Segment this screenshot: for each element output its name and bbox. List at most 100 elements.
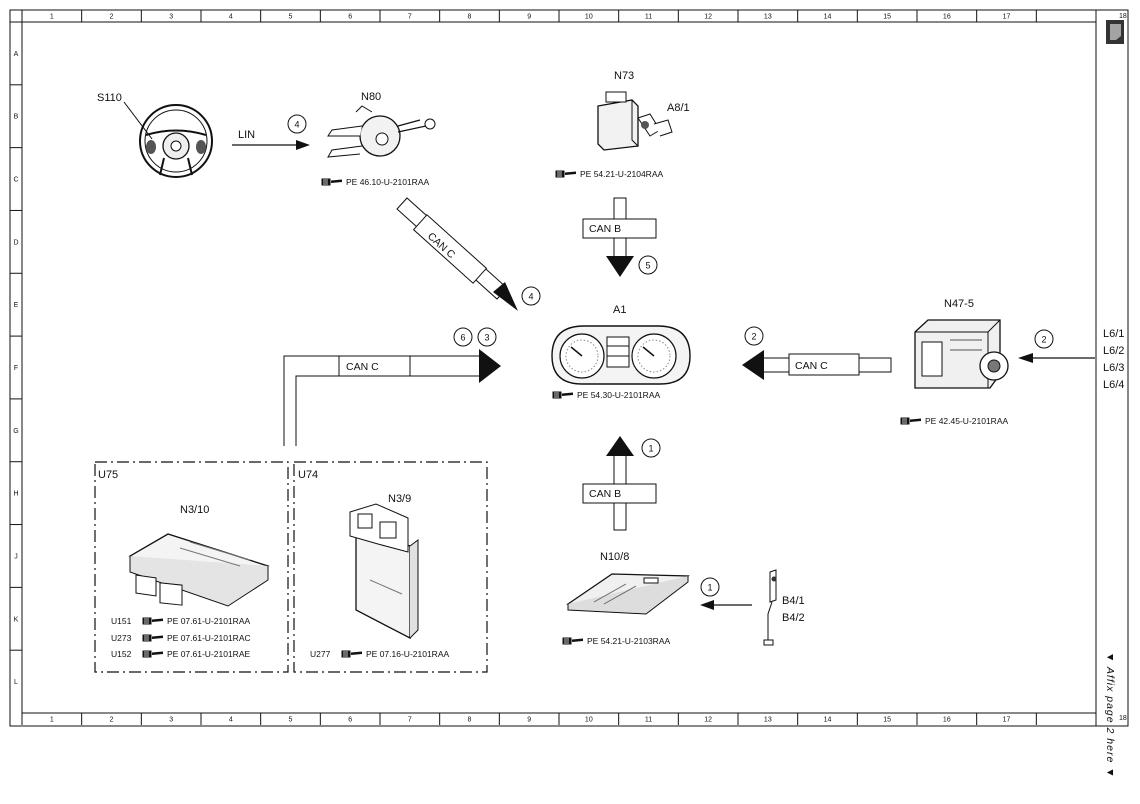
svg-text:2: 2 bbox=[1041, 335, 1046, 345]
svg-text:1: 1 bbox=[648, 444, 653, 454]
n47-5-ref: PE 42.45-U-2101RAA bbox=[925, 416, 1008, 426]
svg-text:2: 2 bbox=[751, 332, 756, 342]
column-label: 14 bbox=[824, 14, 832, 21]
n3-10-label: N3/10 bbox=[180, 504, 209, 516]
column-label: 10 bbox=[585, 717, 593, 724]
a1-label: A1 bbox=[613, 304, 626, 316]
n3-9-label: N3/9 bbox=[388, 493, 411, 505]
callout-esp-bus: 2 bbox=[744, 326, 764, 346]
row-label: F bbox=[14, 365, 18, 372]
svg-text:6: 6 bbox=[460, 333, 465, 343]
column-label: 1 bbox=[50, 717, 54, 724]
u74-ref: PE 07.16-U-2101RAA bbox=[366, 649, 449, 659]
u74-ref-icon bbox=[341, 650, 363, 658]
u75-variant-3-ref: PE 07.61-U-2101RAE bbox=[167, 649, 250, 659]
column-label: 16 bbox=[943, 717, 951, 724]
b4-1-label: B4/1 bbox=[782, 595, 805, 607]
sam-control-unit-icon bbox=[566, 573, 690, 615]
column-label: 14 bbox=[824, 717, 832, 724]
u75-variant-2-ref: PE 07.61-U-2101RAC bbox=[167, 633, 251, 643]
callout-can-c-diagonal: 4 bbox=[521, 286, 541, 306]
a8-1-label: A8/1 bbox=[667, 102, 690, 114]
corner-mark-bottom: 18 bbox=[1119, 715, 1127, 722]
l6-input-arrow bbox=[1018, 353, 1095, 363]
row-label: B bbox=[14, 114, 19, 121]
row-label: K bbox=[14, 616, 19, 623]
column-label: 4 bbox=[229, 14, 233, 21]
n73-label: N73 bbox=[614, 70, 634, 82]
svg-text:5: 5 bbox=[645, 261, 650, 271]
n47-5-ref-icon bbox=[900, 417, 922, 425]
column-label: 6 bbox=[348, 717, 352, 724]
callout-lin: 4 bbox=[287, 114, 307, 134]
column-label: 3 bbox=[169, 14, 173, 21]
can-c-esp-bus bbox=[742, 350, 892, 380]
row-label: L bbox=[14, 679, 18, 686]
fuel-level-sensor-icon bbox=[763, 569, 777, 646]
can-b-bottom-bus bbox=[582, 436, 657, 531]
n73-ref: PE 54.21-U-2104RAA bbox=[580, 169, 663, 179]
column-label: 9 bbox=[527, 14, 531, 21]
column-label: 12 bbox=[704, 717, 712, 724]
row-label: D bbox=[13, 239, 18, 246]
corner-mark-top: 18 bbox=[1119, 13, 1127, 20]
column-label: 2 bbox=[110, 14, 114, 21]
s110-label: S110 bbox=[97, 92, 122, 104]
column-label: 6 bbox=[348, 14, 352, 21]
row-label: A bbox=[14, 51, 19, 58]
l6-3-label: L6/3 bbox=[1103, 362, 1124, 374]
row-label: H bbox=[13, 491, 18, 498]
svg-text:1: 1 bbox=[707, 583, 712, 593]
l6-4-label: L6/4 bbox=[1103, 379, 1124, 391]
instrument-cluster-icon bbox=[551, 325, 691, 385]
svg-text:3: 3 bbox=[484, 333, 489, 343]
l6-2-label: L6/2 bbox=[1103, 345, 1124, 357]
column-label: 2 bbox=[110, 717, 114, 724]
lin-label: LIN bbox=[238, 129, 255, 141]
column-label: 3 bbox=[169, 717, 173, 724]
u75-variant-2-code: U273 bbox=[111, 633, 132, 643]
column-label: 7 bbox=[408, 14, 412, 21]
n10-8-ref: PE 54.21-U-2103RAA bbox=[587, 636, 670, 646]
b4-input-arrow bbox=[700, 600, 752, 610]
can-c-esp-label: CAN C bbox=[795, 360, 828, 372]
column-label: 11 bbox=[645, 717, 652, 724]
u75-label: U75 bbox=[98, 469, 118, 481]
column-label: 5 bbox=[289, 14, 293, 21]
lin-arrow bbox=[232, 140, 310, 150]
a1-ref: PE 54.30-U-2101RAA bbox=[577, 390, 660, 400]
column-label: 8 bbox=[468, 14, 472, 21]
n80-ref: PE 46.10-U-2101RAA bbox=[346, 177, 429, 187]
column-label: 9 bbox=[527, 717, 531, 724]
l6-1-label: L6/1 bbox=[1103, 328, 1124, 340]
row-label: C bbox=[13, 177, 18, 184]
column-label: 13 bbox=[764, 14, 772, 21]
u74-variant-code: U277 bbox=[310, 649, 331, 659]
u75-variant-1-ref: PE 07.61-U-2101RAA bbox=[167, 616, 250, 626]
svg-text:4: 4 bbox=[294, 120, 299, 130]
u74-variant-box bbox=[293, 461, 488, 673]
column-label: 7 bbox=[408, 717, 412, 724]
callout-l6: 2 bbox=[1034, 329, 1054, 349]
row-label: G bbox=[13, 428, 18, 435]
engine-control-unit-n3-10-icon bbox=[128, 533, 270, 607]
can-b-bottom-label: CAN B bbox=[589, 488, 621, 500]
can-c-engine-bus bbox=[283, 349, 501, 446]
engine-control-unit-n3-9-icon bbox=[349, 503, 419, 640]
column-label: 17 bbox=[1003, 717, 1011, 724]
column-label: 16 bbox=[943, 14, 951, 21]
callout-b4: 1 bbox=[700, 577, 720, 597]
a1-ref-icon bbox=[552, 391, 574, 399]
steering-wheel-icon bbox=[139, 104, 213, 178]
u75-variant-box bbox=[94, 461, 289, 673]
can-c-diagonal-bus bbox=[396, 197, 518, 311]
column-label: 1 bbox=[50, 14, 54, 21]
callout-can-b-top: 5 bbox=[638, 255, 658, 275]
esp-control-unit-icon bbox=[914, 319, 1009, 389]
column-label: 11 bbox=[645, 14, 652, 21]
u75-variant-1-ref-icon bbox=[142, 617, 164, 625]
n10-8-ref-icon bbox=[562, 637, 584, 645]
steering-column-switch-icon bbox=[327, 105, 436, 158]
